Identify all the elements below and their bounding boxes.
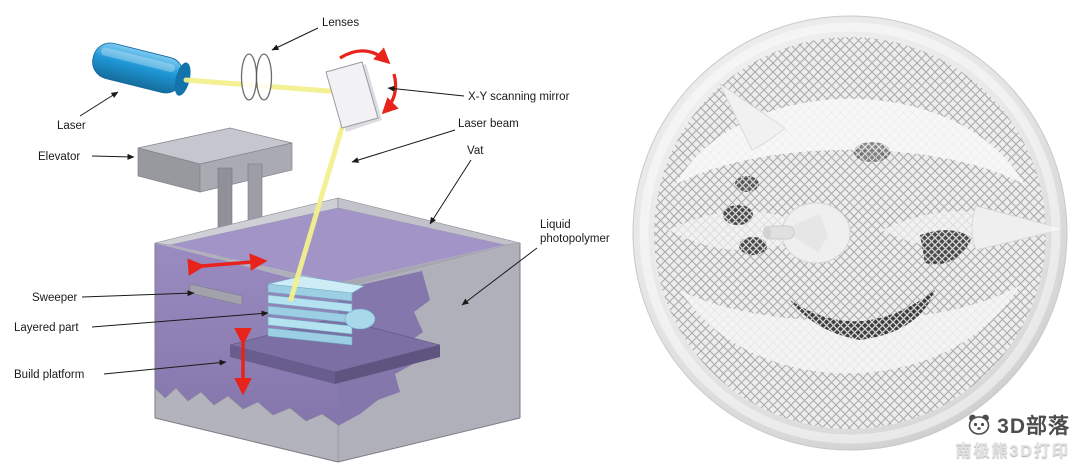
- right-horn: [971, 205, 1065, 251]
- label-lenses: Lenses: [322, 17, 359, 29]
- xy-scanning-mirror: [325, 47, 399, 132]
- sla-diagram: Lenses Laser Elevator X-Y scanning mirro…: [14, 17, 610, 463]
- label-liquid-line2: photopolymer: [540, 233, 610, 245]
- label-laser: Laser: [57, 120, 86, 132]
- motion-arrows: [187, 253, 268, 396]
- lenses: [240, 53, 273, 101]
- sla-diagram-panel: Lenses Laser Elevator X-Y scanning mirro…: [14, 17, 610, 463]
- printed-part-photo: [632, 15, 1068, 451]
- diagram-labels: Lenses Laser Elevator X-Y scanning mirro…: [14, 17, 610, 381]
- label-laser-beam: Laser beam: [458, 118, 519, 130]
- label-vat: Vat: [467, 145, 484, 157]
- label-liquid-line1: Liquid: [540, 219, 571, 231]
- part-knob: [344, 308, 376, 330]
- printed-part-object: [632, 15, 1068, 451]
- label-build-platform: Build platform: [14, 369, 84, 381]
- dark-lattice-patch-bottom: [790, 290, 935, 340]
- layered-part: [267, 275, 376, 346]
- printed-part-photo-panel: 3D部落 南极熊3D打印: [620, 0, 1080, 472]
- sweeper-bar: [189, 283, 243, 306]
- panda-icon: [967, 413, 991, 442]
- label-layered-part: Layered part: [14, 322, 79, 334]
- laser-unit: [92, 42, 191, 96]
- watermark: 3D部落 南极熊3D打印: [956, 413, 1070, 462]
- mirror-rotation-arrow-top: [339, 47, 391, 65]
- dark-lattice-patch-right: [920, 230, 972, 265]
- hub: [763, 202, 851, 264]
- liquid-surface: [170, 208, 505, 283]
- mirror-rotation-arrow-side: [381, 73, 399, 115]
- label-elevator: Elevator: [38, 151, 80, 163]
- elevator-arm: [137, 127, 293, 193]
- label-sweeper: Sweeper: [32, 292, 78, 304]
- top-left-horn: [718, 82, 786, 151]
- watermark-subbrand: 南极熊3D打印: [955, 443, 1070, 460]
- watermark-brand-row: 3D部落: [956, 413, 1070, 442]
- sweeper-motion-arrow: [187, 253, 268, 276]
- watermark-brand: 3D部落: [997, 415, 1070, 439]
- label-xy-mirror: X-Y scanning mirror: [468, 91, 570, 103]
